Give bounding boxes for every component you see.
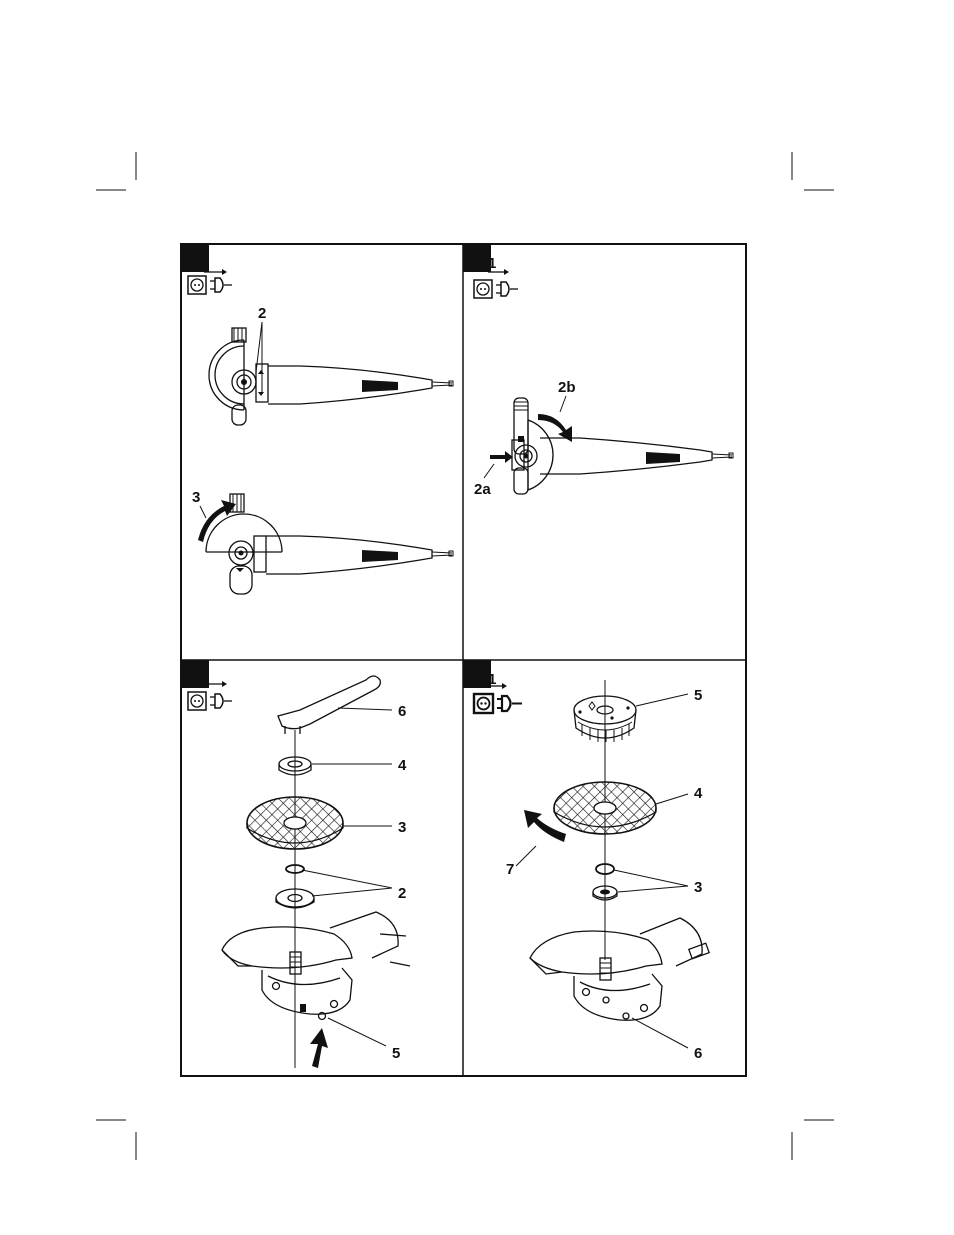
panel-bottom-right: 1 5 4 (463, 660, 709, 1062)
unplug-icon (188, 276, 232, 294)
callout-3: 3 (398, 819, 406, 836)
pin-wrench (278, 676, 380, 734)
callout-5: 5 (392, 1045, 400, 1062)
rotate-arrow-icon (198, 500, 236, 542)
callout-5: 5 (694, 687, 702, 704)
panel-number-tab (181, 244, 209, 272)
callout-6: 6 (398, 703, 406, 720)
push-arrow-icon (310, 1028, 328, 1068)
callout-4: 4 (694, 785, 703, 802)
callout-2: 2 (258, 305, 266, 322)
panel-number-tab (463, 660, 491, 688)
angle-grinder-guard-rotated (206, 494, 453, 594)
unplug-icon (474, 280, 518, 298)
step-label: 1 (488, 255, 496, 272)
grinder-head-perspective (222, 912, 410, 1020)
callout-6: 6 (694, 1045, 702, 1062)
grinder-head-perspective (530, 918, 709, 1020)
callout-3: 3 (192, 489, 200, 506)
callout-4: 4 (398, 757, 407, 774)
panel-number-tab (463, 244, 491, 272)
cutting-disc (247, 797, 343, 849)
press-arrow-icon (490, 451, 513, 463)
callout-2a: 2a (474, 481, 491, 498)
callout-2b: 2b (558, 379, 576, 396)
cutting-disc (554, 782, 656, 834)
panel-top-right: 1 (463, 244, 733, 498)
panel-bottom-left: 6 4 3 2 (181, 660, 410, 1068)
angle-grinder-guard-open (512, 398, 733, 494)
crop-marks (96, 152, 834, 1160)
callout-3: 3 (694, 879, 702, 896)
callout-2: 2 (398, 885, 406, 902)
unplug-icon (188, 692, 232, 710)
unplug-icon (474, 694, 522, 713)
panel-top-left: 2 3 (181, 244, 453, 594)
callout-7: 7 (506, 861, 514, 878)
angle-grinder-side-view (209, 328, 453, 425)
